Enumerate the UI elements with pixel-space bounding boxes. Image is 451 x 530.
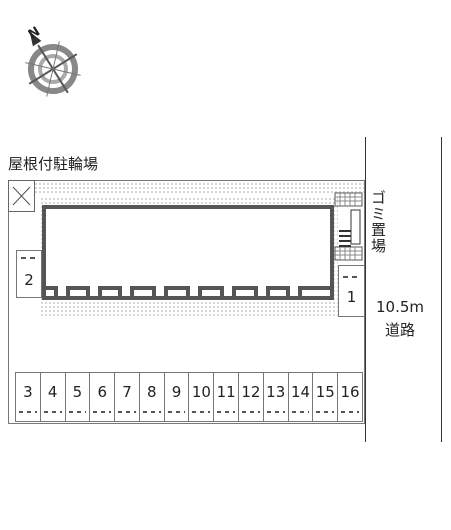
- parking-slot-13: 13: [262, 372, 288, 422]
- building-balcony: [42, 286, 334, 300]
- parking-slot-3: 3: [15, 372, 40, 422]
- parking-slot-5: 5: [64, 372, 90, 422]
- road-edge-right: [441, 137, 442, 442]
- parking-slot-4: 4: [39, 372, 65, 422]
- parking-slot-16: 16: [337, 372, 363, 422]
- parking-slot-label: 2: [24, 271, 34, 289]
- parking-slot-12: 12: [238, 372, 263, 422]
- compass-icon: [25, 31, 81, 97]
- garbage-label: ゴミ置場: [369, 190, 387, 254]
- garbage-hatch-icon: [334, 192, 363, 261]
- stair-icon: [339, 230, 351, 247]
- road-width-label: 10.5m: [376, 298, 425, 316]
- road-edge-left: [365, 137, 366, 442]
- parking-slot-6: 6: [89, 372, 115, 422]
- parking-slot-11: 11: [213, 372, 239, 422]
- parking-slot-1: 1: [338, 265, 365, 317]
- bike-shelter-label: 屋根付駐輪場: [8, 155, 99, 173]
- parking-slot-10: 10: [188, 372, 214, 422]
- road-name-label: 道路: [385, 321, 416, 339]
- driveway-top: [34, 182, 364, 194]
- bike-shelter: [8, 180, 35, 212]
- parking-slot-14: 14: [287, 372, 313, 422]
- parking-slot-label: 1: [346, 288, 357, 306]
- bottom-parking-row: 3 4 5 6 7 8 9 10 11 12 13 14 15 16: [15, 372, 363, 422]
- parking-slot-2: 2: [16, 250, 42, 298]
- parking-slot-8: 8: [138, 372, 164, 422]
- parking-slot-15: 15: [312, 372, 338, 422]
- parking-slot-7: 7: [114, 372, 139, 422]
- parking-slot-9: 9: [163, 372, 189, 422]
